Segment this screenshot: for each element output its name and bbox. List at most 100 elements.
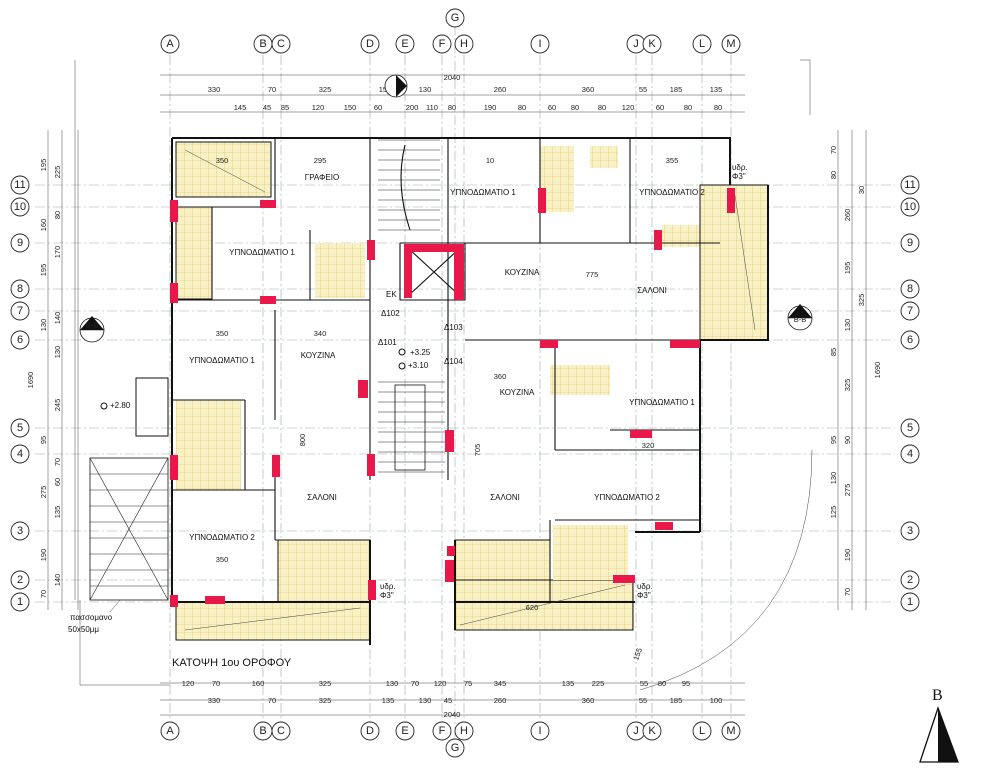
svg-text:130: 130	[53, 346, 62, 359]
svg-text:+3.10: +3.10	[408, 361, 429, 370]
svg-text:55: 55	[639, 85, 647, 94]
svg-text:10: 10	[14, 201, 26, 213]
svg-text:360: 360	[582, 696, 595, 705]
svg-text:80: 80	[53, 211, 62, 219]
svg-text:295: 295	[314, 156, 327, 165]
section-marker-top	[384, 74, 408, 98]
svg-text:+2.80: +2.80	[110, 401, 131, 410]
svg-text:7: 7	[907, 305, 913, 317]
svg-text:190: 190	[484, 103, 497, 112]
svg-text:D: D	[366, 725, 374, 737]
bottom-dims-row2: 330 70 325 135 130 45 260 360 55 185 100…	[208, 696, 723, 719]
svg-text:60: 60	[548, 103, 556, 112]
svg-text:360: 360	[494, 372, 507, 381]
svg-text:J: J	[633, 725, 639, 737]
svg-text:325: 325	[857, 294, 866, 307]
svg-text:130: 130	[39, 319, 48, 332]
svg-text:275: 275	[39, 486, 48, 499]
svg-text:225: 225	[53, 166, 62, 179]
svg-text:ΣΑΛΟΝΙ: ΣΑΛΟΝΙ	[637, 286, 667, 295]
lift-shaft	[407, 247, 461, 297]
svg-text:υδρ.: υδρ.	[732, 163, 748, 172]
svg-text:60: 60	[53, 478, 62, 486]
svg-text:1: 1	[17, 596, 23, 608]
svg-text:E: E	[401, 725, 408, 737]
svg-text:B: B	[259, 725, 266, 737]
svg-text:135: 135	[382, 696, 395, 705]
svg-text:130: 130	[419, 696, 432, 705]
svg-text:Δ101: Δ101	[378, 338, 397, 347]
svg-text:ΚΟΥΖΙΝΑ: ΚΟΥΖΙΝΑ	[505, 268, 540, 277]
svg-text:Δ103: Δ103	[444, 323, 463, 332]
top-dims-row2: 145 45 85 120 150 60 200 110 80 190 80 6…	[234, 103, 722, 112]
svg-text:70: 70	[829, 146, 838, 154]
svg-text:275: 275	[843, 484, 852, 497]
svg-text:135: 135	[562, 679, 575, 688]
svg-text:350: 350	[216, 156, 229, 165]
svg-text:130: 130	[829, 472, 838, 485]
svg-text:Β-Β: Β-Β	[794, 315, 807, 324]
svg-text:350: 350	[216, 329, 229, 338]
svg-text:120: 120	[622, 103, 635, 112]
svg-text:55: 55	[639, 696, 647, 705]
svg-text:ΥΠΝΟΔΩΜΑΤΙΟ 1: ΥΠΝΟΔΩΜΑΤΙΟ 1	[189, 356, 255, 365]
svg-text:ΥΠΝΟΔΩΜΑΤΙΟ 1: ΥΠΝΟΔΩΜΑΤΙΟ 1	[229, 248, 295, 257]
svg-text:3: 3	[907, 525, 913, 537]
svg-text:145: 145	[234, 103, 247, 112]
svg-text:I: I	[538, 725, 541, 737]
svg-text:ΚΟΥΖΙΝΑ: ΚΟΥΖΙΝΑ	[301, 351, 336, 360]
grid-bubbles-left: 11 10 9 8 7 6 5 4 3 2 1	[10, 175, 30, 612]
svg-text:185: 185	[670, 696, 683, 705]
svg-text:L: L	[699, 725, 705, 737]
svg-text:90: 90	[843, 436, 852, 444]
level-tags: +2.80 +3.10 +3.25	[100, 348, 431, 410]
svg-text:M: M	[726, 38, 735, 50]
svg-text:υδρ.: υδρ.	[380, 582, 396, 591]
svg-text:330: 330	[208, 696, 221, 705]
svg-text:ΥΠΝΟΔΩΜΑΤΙΟ 2: ΥΠΝΟΔΩΜΑΤΙΟ 2	[639, 188, 705, 197]
svg-text:260: 260	[843, 209, 852, 222]
section-marker-left: Β-Β	[79, 316, 105, 343]
svg-text:B: B	[259, 38, 266, 50]
svg-text:775: 775	[586, 270, 599, 279]
svg-text:70: 70	[212, 679, 220, 688]
svg-text:60: 60	[656, 103, 664, 112]
top-dims-row1: 330 70 325 150 130 260 360 55 185 135 20…	[208, 73, 723, 94]
svg-text:95: 95	[39, 436, 48, 444]
svg-text:2: 2	[17, 574, 23, 586]
svg-text:Φ3": Φ3"	[380, 591, 394, 600]
svg-text:325: 325	[319, 679, 332, 688]
svg-text:A: A	[166, 38, 174, 50]
svg-text:85: 85	[829, 348, 838, 356]
north-arrow: B	[919, 687, 959, 763]
svg-text:195: 195	[39, 264, 48, 277]
right-dims: 70 80 30 260 195 325 130 85 325 95 90 13…	[829, 146, 882, 596]
svg-text:260: 260	[494, 85, 507, 94]
svg-text:10: 10	[486, 156, 494, 165]
svg-text:5: 5	[907, 422, 913, 434]
svg-text:K: K	[648, 38, 656, 50]
svg-text:J: J	[633, 38, 639, 50]
svg-text:6: 6	[17, 334, 23, 346]
svg-text:A: A	[166, 725, 174, 737]
svg-text:10: 10	[904, 201, 916, 213]
svg-text:1690: 1690	[26, 372, 35, 389]
svg-text:80: 80	[684, 103, 692, 112]
svg-text:185: 185	[670, 85, 683, 94]
svg-text:8: 8	[907, 283, 913, 295]
svg-text:325: 325	[319, 85, 332, 94]
svg-text:Δ102: Δ102	[381, 309, 400, 318]
svg-text:2040: 2040	[444, 710, 461, 719]
svg-text:M: M	[726, 725, 735, 737]
svg-text:2: 2	[907, 574, 913, 586]
svg-text:D: D	[366, 38, 374, 50]
grid-lines	[35, 25, 895, 745]
svg-text:135: 135	[710, 85, 723, 94]
svg-text:705: 705	[473, 444, 482, 457]
svg-text:80: 80	[658, 679, 666, 688]
svg-text:100: 100	[710, 696, 723, 705]
svg-text:80: 80	[448, 103, 456, 112]
svg-text:E: E	[401, 38, 408, 50]
svg-text:80: 80	[518, 103, 526, 112]
